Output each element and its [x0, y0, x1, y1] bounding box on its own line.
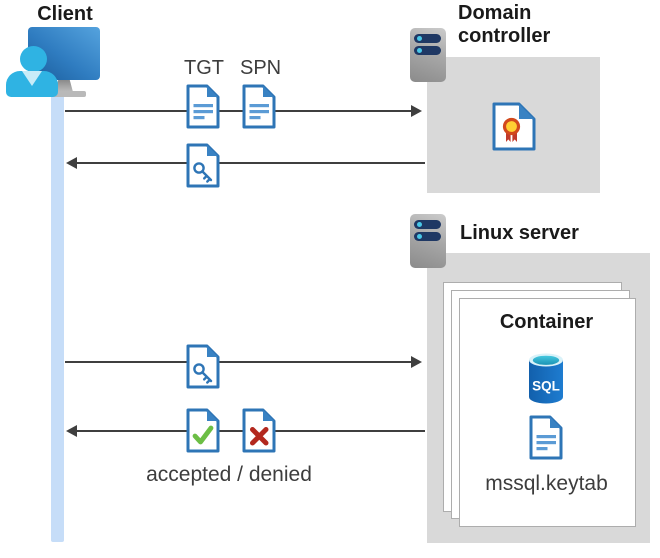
container-page-front: [459, 298, 636, 527]
person-icon: [20, 46, 47, 72]
dc-server-icon: [410, 28, 446, 82]
arrow-right-icon: [411, 356, 422, 368]
domain-controller-title: Domain controller: [458, 2, 551, 47]
tgt-document-icon: [186, 84, 220, 129]
sql-database-icon: SQL: [527, 352, 565, 405]
request-arrow-to-dc: [65, 110, 411, 112]
tgt-label: TGT: [184, 57, 224, 79]
spn-label: SPN: [240, 57, 282, 79]
linux-server-icon: [410, 214, 446, 268]
key-ticket-document-icon: [186, 344, 220, 389]
sql-icon-label: SQL: [532, 379, 560, 394]
monitor-base-icon: [48, 91, 86, 97]
server-drive-icon: [414, 46, 441, 55]
reply-arrow-from-dc: [77, 162, 425, 164]
arrow-right-icon: [411, 105, 422, 117]
accepted-denied-label: accepted / denied: [146, 463, 312, 486]
arrow-left-icon: [66, 157, 77, 169]
client-title: Client: [37, 3, 93, 25]
client-lifeline: [51, 95, 64, 542]
spn-document-icon: [242, 84, 276, 129]
monitor-stand-icon: [55, 80, 73, 92]
denied-document-icon: [242, 408, 276, 453]
key-ticket-document-icon: [186, 143, 220, 188]
arrow-left-icon: [66, 425, 77, 437]
server-drive-icon: [414, 232, 441, 241]
server-drive-icon: [414, 34, 441, 43]
server-drive-icon: [414, 220, 441, 229]
request-arrow-to-linux: [65, 361, 411, 363]
keytab-document-icon: [529, 415, 563, 460]
container-title: Container: [499, 311, 594, 333]
certificate-icon: [492, 102, 536, 151]
accepted-document-icon: [186, 408, 220, 453]
person-body-icon: [6, 71, 58, 97]
keytab-file-label: mssql.keytab: [485, 472, 608, 495]
linux-server-title: Linux server: [460, 222, 579, 244]
